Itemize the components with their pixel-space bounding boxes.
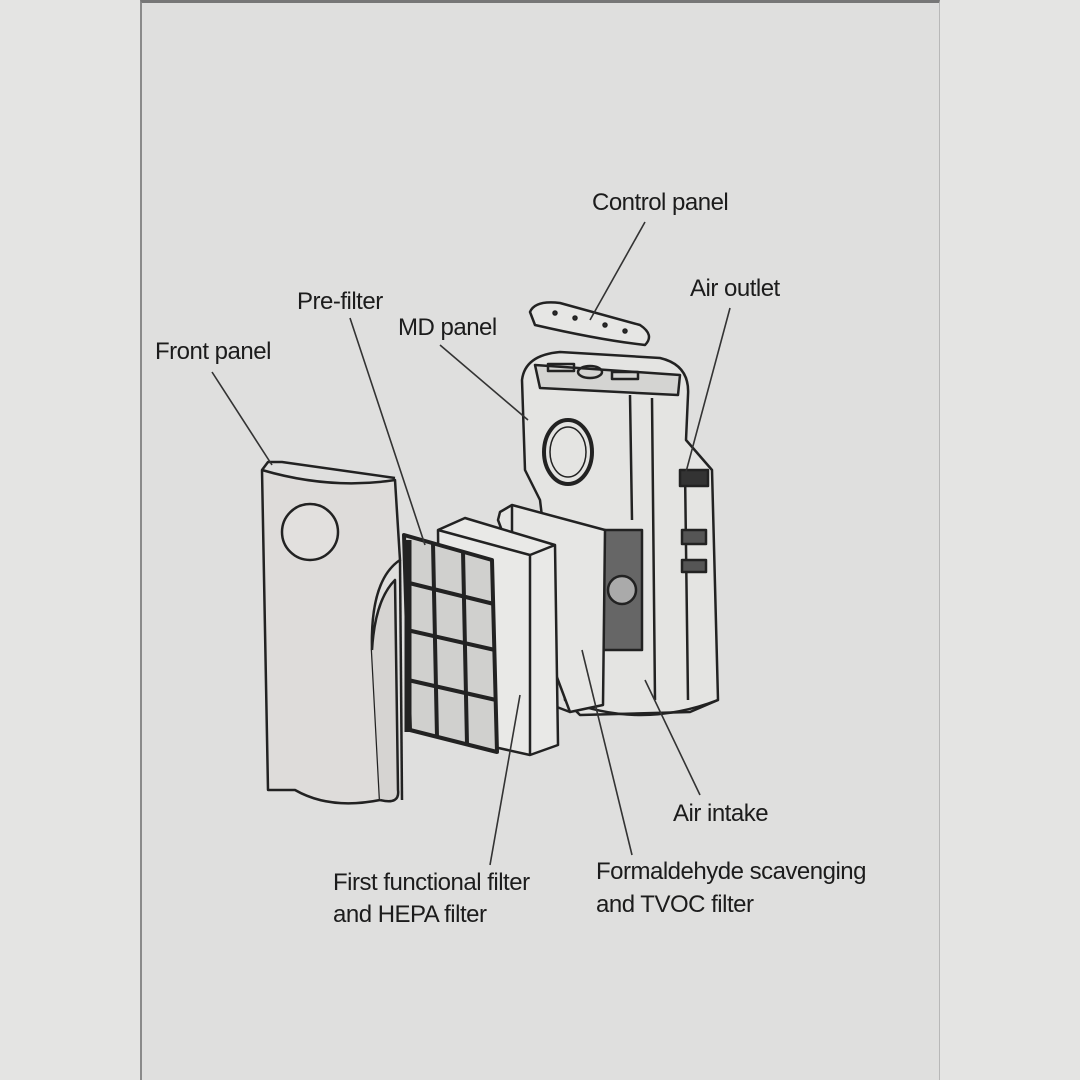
pre-filter-grid	[402, 533, 499, 754]
label-formaldehyde-2: and TVOC filter	[596, 891, 754, 918]
leader-md-panel	[439, 344, 529, 421]
label-md-panel: MD panel	[398, 314, 497, 341]
label-first-filter-2: and HEPA filter	[333, 901, 487, 928]
leader-control-panel	[589, 221, 646, 321]
label-first-filter-1: First functional filter	[333, 869, 530, 896]
leader-air-outlet	[685, 307, 731, 473]
label-air-outlet: Air outlet	[690, 275, 780, 302]
leader-tvoc	[581, 649, 633, 856]
leader-pre-filter	[349, 317, 426, 546]
leader-front-panel	[211, 371, 273, 466]
leader-air-intake	[644, 679, 701, 796]
label-front-panel: Front panel	[155, 338, 271, 365]
leader-hepa	[489, 694, 521, 866]
leader-lines	[211, 221, 731, 866]
front-panel-part	[260, 460, 404, 805]
control-panel-part	[528, 301, 651, 347]
label-control-panel: Control panel	[592, 189, 729, 216]
label-air-intake: Air intake	[673, 800, 769, 827]
label-pre-filter: Pre-filter	[297, 288, 383, 315]
label-formaldehyde-1: Formaldehyde scavenging	[596, 858, 867, 885]
